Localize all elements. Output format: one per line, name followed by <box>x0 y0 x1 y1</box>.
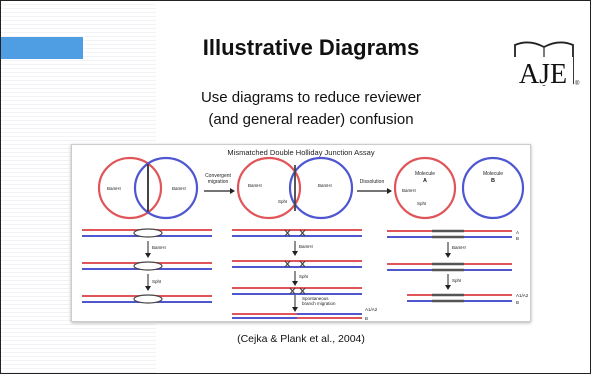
accent-bar <box>1 37 83 59</box>
label-bamhi: BamHI <box>402 188 416 193</box>
label-a: A <box>516 230 519 235</box>
blue-plasmid-circle <box>133 156 199 220</box>
label-b: B <box>516 236 519 241</box>
red-plasmid-circle <box>236 156 302 220</box>
slide-subtitle: Use diagrams to reduce reviewer (and gen… <box>151 87 471 131</box>
molecule-a-letter: A <box>423 178 427 184</box>
slide-title: Illustrative Diagrams <box>202 35 420 60</box>
label-branch-migration: branch migration <box>302 301 336 306</box>
holliday-junction-diagram: Mismatched Double Holliday Junction Assa… <box>82 148 529 321</box>
red-plasmid-circle <box>97 156 163 220</box>
arrow-label-dissolution: Dissolution <box>360 179 385 185</box>
subtitle-line-2: (and general reader) confusion <box>208 111 414 128</box>
figure-panel: Mismatched Double Holliday Junction Assa… <box>71 144 531 322</box>
label-sphi: SphI <box>452 278 461 283</box>
label-bamhi: BamHI <box>452 245 466 250</box>
arrow-label-convergent: Convergent <box>205 173 231 179</box>
molecule-a-label: Molecule <box>415 171 435 177</box>
subtitle-line-1: Use diagrams to reduce reviewer <box>200 89 422 106</box>
label-bamhi: BamHI <box>107 186 121 191</box>
label-bamhi: BamHI <box>248 183 262 188</box>
figure-title: Mismatched Double Holliday Junction Assa… <box>227 148 374 157</box>
svg-text:®: ® <box>575 80 580 87</box>
label-a1a2: A1/A2 <box>365 307 378 312</box>
label-bamhi: BamHI <box>318 183 332 188</box>
arrow-label-migration: migration <box>208 179 229 185</box>
label-bamhi: BamHI <box>299 244 313 249</box>
molecule-b-circle <box>461 156 525 220</box>
logo-text: AJE <box>519 59 567 90</box>
label-spontaneous: Spontaneous <box>302 296 329 301</box>
label-sphi: SphI <box>299 274 308 279</box>
label-sphi: SphI <box>152 279 161 284</box>
label-bamhi: BamHI <box>172 186 186 191</box>
molecule-b-letter: B <box>491 178 495 184</box>
label-sphi: SphI <box>278 199 287 204</box>
label-sphi: SphI <box>417 201 426 206</box>
aje-logo: AJE ® <box>513 41 580 90</box>
label-b: B <box>516 300 519 305</box>
molecule-b-label: Molecule <box>483 171 503 177</box>
label-bamhi: BamHI <box>152 245 166 250</box>
blue-plasmid-circle <box>288 156 354 220</box>
label-b: B <box>365 316 368 321</box>
molecule-a-circle <box>393 156 457 220</box>
citation: (Cejka & Plank et al., 2004) <box>237 333 365 345</box>
label-a1a2: A1/A2 <box>516 293 529 298</box>
